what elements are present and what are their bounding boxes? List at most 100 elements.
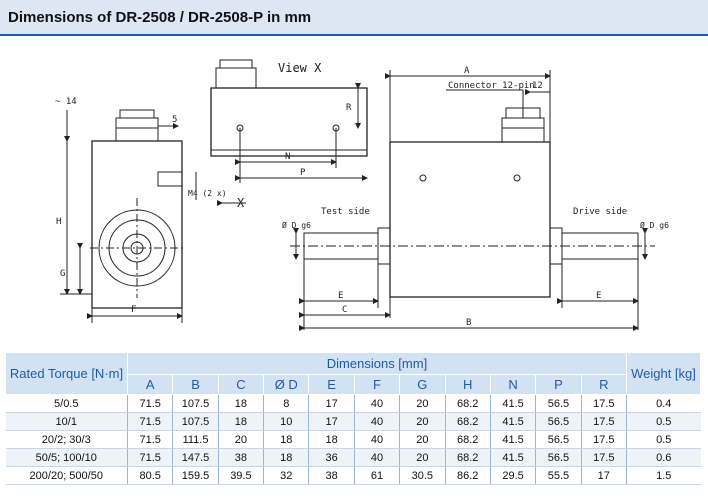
dim-g-label: G [60,269,65,279]
dim-cell-3: 10 [263,412,309,431]
dim-cell-2: 20 [217,430,264,449]
col-a-header: A [126,374,174,395]
dim-cell-3: 8 [263,394,309,413]
dim-cell-1: 107.5 [172,394,219,413]
col-h-header: H [444,374,491,395]
weight-cell: 0.6 [626,448,701,467]
dim-cell-0: 71.5 [126,394,173,413]
dim-cell-8: 41.5 [489,430,536,449]
torque-cell: 20/2; 30/3 [5,430,128,449]
connector-label: Connector 12-pin [448,81,535,91]
dim-a-label: A [464,66,470,76]
view-x [210,59,368,206]
dim-h-label: H [56,217,61,227]
dim-cell-8: 41.5 [489,394,536,413]
dim-cell-5: 40 [353,394,400,413]
dim-cell-2: 39.5 [217,466,264,485]
dim-f-label: F [131,305,136,315]
dim-cell-9: 55.5 [535,466,582,485]
dim-cell-4: 38 [308,466,355,485]
dim-cell-5: 40 [353,430,400,449]
weight-cell: 0.4 [626,394,701,413]
dim-cell-9: 56.5 [535,394,582,413]
dim-p-label: P [300,168,306,178]
dim-cell-0: 71.5 [126,430,173,449]
title-bar: Dimensions of DR-2508 / DR-2508-P in mm [0,0,708,36]
col-b-header: B [172,374,219,395]
dim-cell-8: 41.5 [489,412,536,431]
dim-cell-3: 18 [263,448,309,467]
dim-cell-6: 20 [399,430,446,449]
dim-cell-2: 18 [217,394,264,413]
dim-cell-10: 17.5 [580,412,627,431]
dim-cell-6: 30.5 [399,466,446,485]
drive-side-label: Drive side [573,207,627,217]
dim-cell-7: 68.2 [444,430,491,449]
dim-cell-9: 56.5 [535,412,582,431]
dim-cell-2: 38 [217,448,264,467]
od-left-label: Ø D g6 [282,220,311,230]
col-e-header: E [308,374,355,395]
dim-cell-7: 68.2 [444,448,491,467]
dim-cell-10: 17.5 [580,394,627,413]
dim-cell-7: 68.2 [444,394,491,413]
dim-cell-3: 18 [263,430,309,449]
dim-cell-4: 17 [308,394,355,413]
col-r-header: R [580,374,628,395]
dim-cell-5: 61 [353,466,400,485]
dim-14-label: ~ 14 [55,97,77,107]
dim-cell-1: 107.5 [172,412,219,431]
dim-5-label: 5 [172,115,177,125]
dim-cell-6: 20 [399,412,446,431]
dim-cell-1: 147.5 [172,448,219,467]
thread-label: M4 (2 x) [188,189,227,198]
dim-e-right-label: E [596,291,601,301]
dim-x-label: X [237,196,245,210]
dimensions-header: Dimensions [mm] [127,352,627,375]
weight-cell: 0.5 [626,412,701,431]
dim-cell-9: 56.5 [535,430,582,449]
torque-cell: 200/20; 500/50 [5,466,128,485]
dim-cell-2: 18 [217,412,264,431]
test-side-label: Test side [321,207,370,217]
col-p-header: P [535,374,582,395]
od-right-label: Ø D g6 [640,220,669,230]
dim-cell-0: 71.5 [126,448,173,467]
dim-cell-1: 159.5 [172,466,219,485]
dim-cell-9: 56.5 [535,448,582,467]
dim-r-label: R [346,103,352,113]
col-d-header: Ø D [263,374,310,395]
weight-header: Weight [kg] [626,352,701,395]
dim-cell-8: 41.5 [489,448,536,467]
right-view [290,70,655,331]
view-x-label: View X [278,61,322,75]
weight-cell: 1.5 [626,466,701,485]
dim-cell-0: 80.5 [126,466,173,485]
torque-cell: 50/5; 100/10 [5,448,128,467]
technical-drawing: View X Connector 12-pin Test side Drive … [55,59,669,331]
left-view [60,109,197,323]
col-g-header: G [399,374,446,395]
col-c-header: C [217,374,265,395]
torque-cell: 10/1 [5,412,128,431]
weight-cell: 0.5 [626,430,701,449]
dim-cell-4: 18 [308,430,355,449]
dim-n-label: N [285,152,290,162]
dim-cell-10: 17.5 [580,448,627,467]
dim-cell-7: 86.2 [444,466,491,485]
dim-cell-4: 36 [308,448,355,467]
dim-cell-1: 111.5 [172,430,219,449]
dim-cell-8: 29.5 [489,466,536,485]
dim-cell-3: 32 [263,466,309,485]
torque-header: Rated Torque [N·m] [5,352,128,395]
col-f-header: F [353,374,401,395]
dim-cell-5: 40 [353,412,400,431]
dim-c-label: C [342,305,347,315]
dim-cell-6: 20 [399,394,446,413]
dimensions-table: Rated Torque [N·m] Dimensions [mm] Weigh… [5,352,701,485]
